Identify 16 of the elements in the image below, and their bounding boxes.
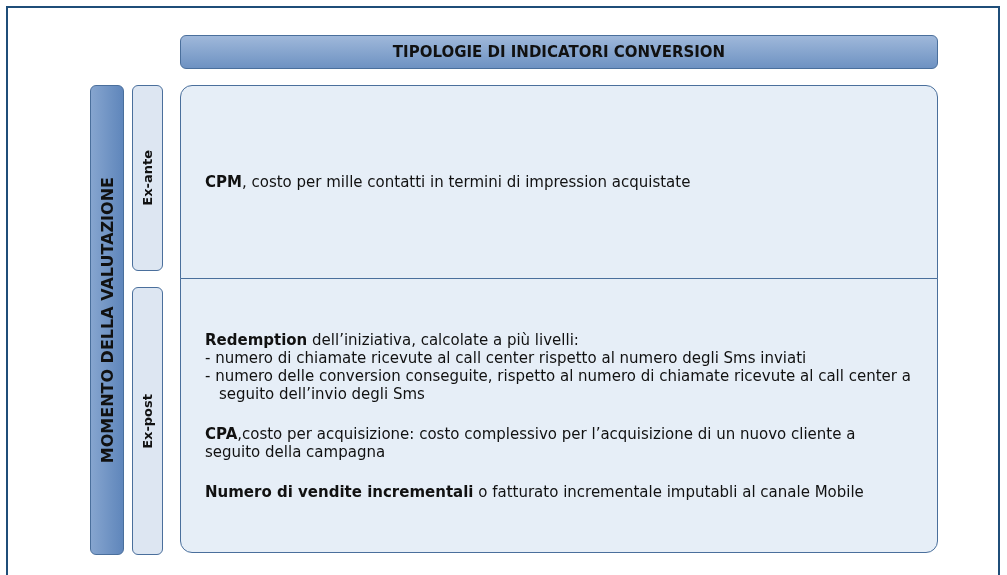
phase-label-box [132,287,163,555]
indicator-text: Redemption dell’iniziativa, calcolate a più livelli: [205,330,580,349]
indicator-panel [180,85,938,279]
indicator-text: - numero di chiamate ricevute al call center rispetto al numero degli Sms inviati [205,348,808,367]
row-header-title: MOMENTO DELLA VALUTAZIONE [97,176,117,464]
header-bar [180,35,938,69]
indicator-text: - numero delle conversion conseguite, rispetto al numero di chiamate ricevute al call center a seguito dell’invio degli Sms [205,366,912,403]
header-title: TIPOLOGIE DI INDICATORI CONVERSION [392,43,726,61]
row-header-bar [90,85,124,555]
phase-label-box [132,85,163,271]
phase-label: Ex-post [140,393,155,449]
indicator-text: CPA,costo per acquisizione: costo complessivo per l’acquisizione di un nuovo cliente a seguito della campagna [205,424,857,461]
phase-label: Ex-ante [140,150,155,206]
indicator-text: CPM, costo per mille contatti in termini di impression acquistate [205,173,692,191]
indicator-panel [180,278,938,553]
indicator-text: Numero di vendite incrementali o fatturato incrementale imputabli al canale Mobile [205,482,865,501]
